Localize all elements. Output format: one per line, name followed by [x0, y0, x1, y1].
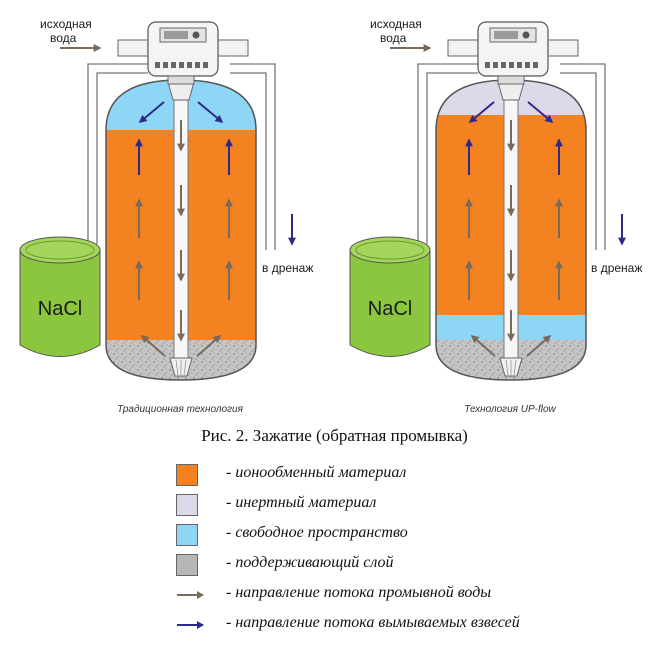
left-flow-arrows — [135, 101, 233, 357]
right-control-valve — [447, 21, 579, 85]
legend-item-suspension: - направление потока вымываемых взвесей — [176, 612, 616, 640]
right-inlet-label-line1: исходная — [370, 17, 422, 31]
legend-item-wash-water: - направление потока промывной воды — [176, 582, 616, 610]
right-unit: NaCl исходная вода в дренаж — [349, 17, 642, 415]
legend-label: - ионообменный материал — [226, 464, 407, 481]
backwash-diagram: NaCl исходная вода в — [19, 17, 642, 415]
right-subcaption: Технология UP-flow — [464, 404, 556, 415]
left-control-valve — [117, 21, 249, 85]
right-tank-shell — [435, 79, 587, 381]
left-drain-label: в дренаж — [262, 261, 313, 275]
right-flow-arrows — [465, 101, 563, 357]
left-drain-pipe — [230, 63, 276, 250]
left-unit: NaCl исходная вода в — [19, 17, 313, 415]
legend-label: - поддерживающий слой — [226, 554, 394, 571]
legend-item-support-layer: - поддерживающий слой — [176, 552, 616, 580]
inert-swatch — [176, 494, 198, 516]
left-inlet-label-line2: вода — [50, 31, 77, 45]
support-layer-swatch — [176, 554, 198, 576]
left-tank-shell — [105, 79, 257, 381]
legend-label: - направление потока промывной воды — [226, 584, 492, 601]
legend-label: - инертный материал — [226, 494, 377, 511]
figure-caption: Рис. 2. Зажатие (обратная промывка) — [201, 426, 468, 445]
right-brine-label: NaCl — [368, 298, 412, 320]
legend-label: - направление потока вымываемых взвесей — [226, 614, 520, 631]
right-brine-tank: NaCl — [349, 236, 431, 357]
legend-item-inert: - инертный материал — [176, 492, 616, 520]
legend-item-free-space: - свободное пространство — [176, 522, 616, 550]
right-drain-pipe — [560, 63, 606, 250]
legend-label: - свободное пространство — [226, 524, 408, 541]
legend-item-ion-exchange: - ионообменный материал — [176, 462, 616, 490]
right-drain-label: в дренаж — [591, 261, 642, 275]
left-subcaption: Традиционная технология — [117, 404, 244, 415]
suspension-arrow-icon — [177, 621, 204, 629]
ion-exchange-swatch — [176, 464, 198, 486]
left-brine-label: NaCl — [38, 298, 82, 320]
wash-water-arrow-icon — [177, 591, 204, 599]
left-inlet-label-line1: исходная — [40, 17, 92, 31]
left-brine-tank: NaCl — [19, 236, 101, 357]
right-inlet-label-line2: вода — [380, 31, 407, 45]
free-space-swatch — [176, 524, 198, 546]
